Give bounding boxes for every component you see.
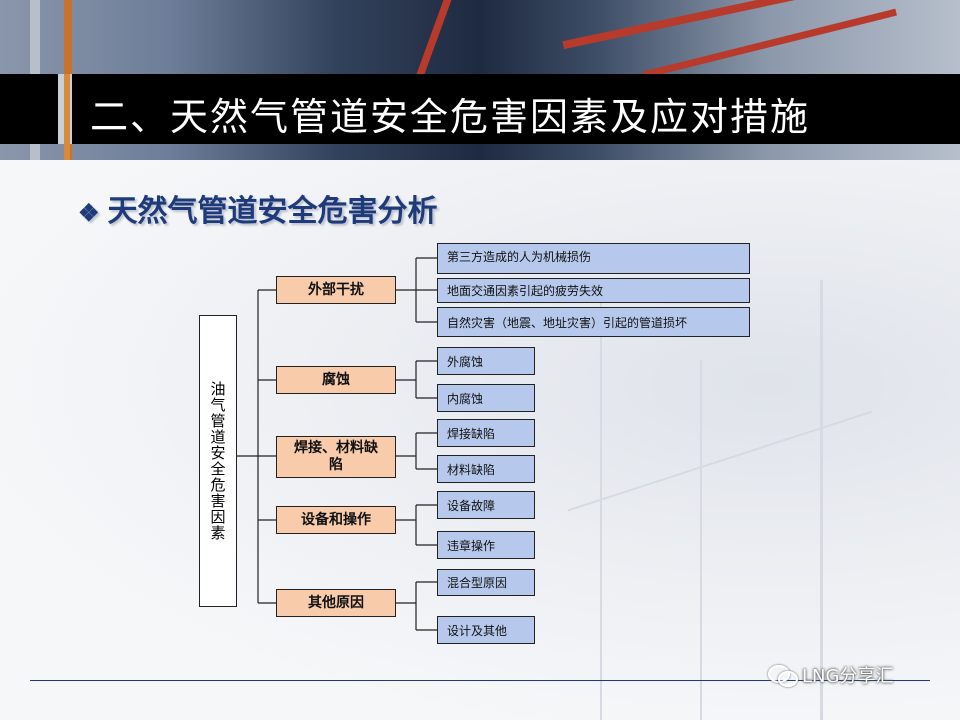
leaf-label: 外腐蚀 xyxy=(447,354,484,369)
leaf-label: 设备故障 xyxy=(447,498,496,513)
category-label: 外部干扰 xyxy=(308,281,364,298)
leaf-label: 材料缺陷 xyxy=(447,462,496,477)
leaf-node: 自然灾害（地震、地址灾害）引起的管道损坏 xyxy=(437,307,750,337)
leaf-node: 设备故障 xyxy=(437,491,535,519)
leaf-node: 材料缺陷 xyxy=(437,455,535,483)
section-heading-text: 天然气管道安全危害分析 xyxy=(107,194,438,229)
leaf-node: 内腐蚀 xyxy=(437,384,535,412)
section-heading: ❖天然气管道安全危害分析 xyxy=(78,186,438,230)
leaf-label: 混合型原因 xyxy=(447,576,508,590)
page-title: 二、天然气管道安全危害因素及应对措施 xyxy=(90,95,811,139)
category-label: 焊接、材料缺陷 xyxy=(294,440,378,473)
leaf-label: 第三方造成的人为机械损伤 xyxy=(447,250,592,264)
deco-line xyxy=(700,360,702,720)
leaf-label: 地面交通因素引起的疲劳失效 xyxy=(447,284,604,298)
title-bar xyxy=(0,74,960,160)
leaf-label: 违章操作 xyxy=(447,538,496,553)
category-label: 其他原因 xyxy=(308,594,364,611)
wechat-icon xyxy=(768,663,798,687)
leaf-node: 混合型原因 xyxy=(437,569,535,596)
leaf-label: 内腐蚀 xyxy=(447,391,484,406)
leaf-node: 设计及其他 xyxy=(437,616,535,644)
brand-watermark: LNG分享汇 xyxy=(768,662,893,688)
deco-line xyxy=(820,280,823,720)
leaf-label: 设计及其他 xyxy=(447,623,508,638)
title-bar-accent-stripe xyxy=(64,74,70,160)
category-label: 腐蚀 xyxy=(322,371,350,388)
diamond-bullet-icon: ❖ xyxy=(78,198,100,227)
brand-name: LNG分享汇 xyxy=(802,666,894,687)
deco-line xyxy=(600,300,602,720)
leaf-label: 焊接缺陷 xyxy=(447,426,496,441)
leaf-node: 外腐蚀 xyxy=(437,347,535,375)
leaf-node: 焊接缺陷 xyxy=(437,419,535,447)
category-node-corrosion: 腐蚀 xyxy=(276,366,396,394)
root-node-label: 油气管道安全危害因素 xyxy=(208,381,227,541)
leaf-label: 自然灾害（地震、地址灾害）引起的管道损坏 xyxy=(447,315,688,330)
leaf-node: 地面交通因素引起的疲劳失效 xyxy=(437,278,750,303)
leaf-node: 违章操作 xyxy=(437,531,535,559)
category-label: 设备和操作 xyxy=(301,511,371,528)
category-node-equipment-operation: 设备和操作 xyxy=(276,506,396,534)
root-node: 油气管道安全危害因素 xyxy=(199,315,237,607)
category-node-welding-material: 焊接、材料缺陷 xyxy=(276,436,396,478)
category-node-other-causes: 其他原因 xyxy=(276,589,396,617)
category-node-external-interference: 外部干扰 xyxy=(276,276,396,304)
footer-divider xyxy=(30,680,930,681)
leaf-node: 第三方造成的人为机械损伤 xyxy=(437,243,750,274)
